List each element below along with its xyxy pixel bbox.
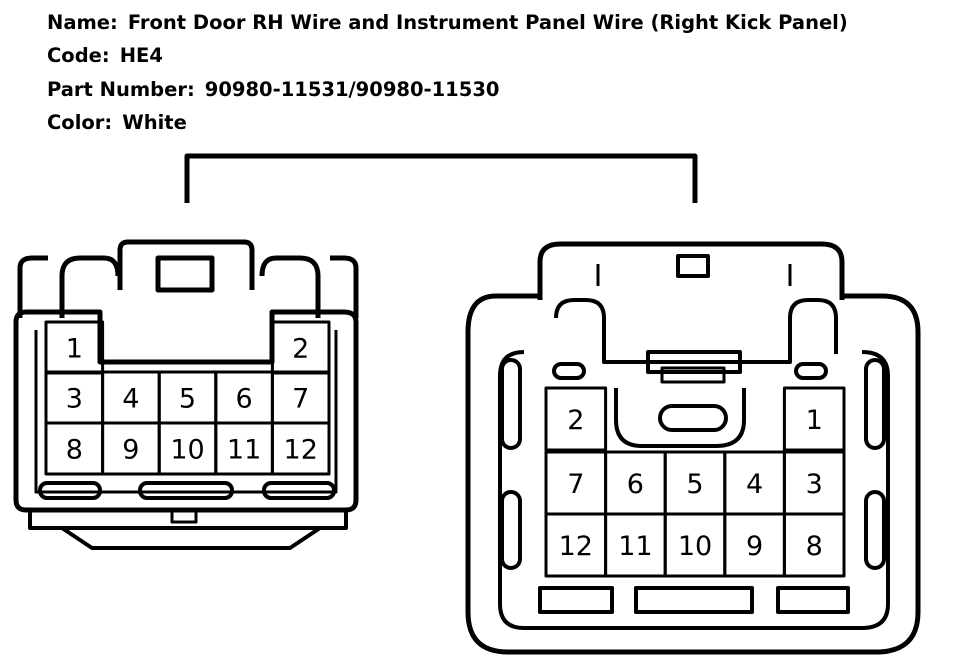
left-pin-10: 10 [170,435,204,466]
right-lock-tab [676,254,710,278]
left-skirt-bottom [60,526,322,550]
part-number-row: Part Number: 90980-11531/90980-11530 [47,73,848,106]
right-pin-8: 8 [806,531,823,562]
left-pin-11: 11 [227,435,261,466]
right-key-slot [646,350,742,374]
right-pin-2: 2 [567,405,584,436]
right-side-slot-1 [500,358,522,450]
right-pin-4: 4 [746,469,763,500]
right-shell [465,293,921,655]
left-skirt [28,510,348,530]
right-lock-guides [596,264,792,286]
right-side-slot-2 [500,490,522,570]
left-bottom-tab [170,508,198,524]
right-lock-arms [554,298,838,364]
left-rail-3 [262,481,336,500]
right-pin-7: 7 [567,469,584,500]
right-rail-2 [634,586,754,614]
right-arm-foot-right [794,362,828,380]
left-pin-1: 1 [66,334,83,365]
right-pin-10: 10 [678,531,712,562]
right-rail-3 [776,586,850,614]
right-pin-cavity-1 [782,386,846,452]
right-arm-foot-left [552,362,586,380]
right-pin-grid: 2 1 7 6 5 4 3 12 11 10 9 8 [544,386,846,578]
left-housing [13,309,359,513]
left-latch-tab [155,255,215,293]
left-pin-4: 4 [122,384,139,415]
color-row: Color: White [47,106,848,139]
part-number-label: Part Number: [47,77,195,101]
name-row: Name: Front Door RH Wire and Instrument P… [47,6,848,39]
left-pin-12: 12 [284,435,318,466]
left-pin-cavity-12 [270,421,331,476]
left-ear-right [259,255,359,318]
right-pin-cavity-2 [544,386,608,452]
color-label: Color: [47,110,113,134]
right-rail-1 [538,586,614,614]
left-pin-5: 5 [179,384,196,415]
right-pin-9: 9 [746,531,763,562]
left-rail-2 [138,481,234,500]
right-side-slot-4 [864,490,886,570]
right-center-key [614,388,746,448]
connector-color: White [122,110,187,134]
left-pin-8: 8 [66,435,83,466]
name-label: Name: [47,11,118,34]
connector-info: Name: Front Door RH Wire and Instrument P… [47,6,848,139]
right-pin-3: 3 [806,469,823,500]
right-pin-6: 6 [627,469,644,500]
left-inner-wall [34,330,338,494]
connector-name: Front Door RH Wire and Instrument Panel … [127,11,848,34]
code-row: Code: HE4 [47,39,848,72]
left-rail-1 [38,481,102,500]
left-pin-9: 9 [122,435,139,466]
mating-bracket [184,153,698,203]
right-key-oval [658,404,728,432]
left-pin-6: 6 [236,384,253,415]
right-pin-cavity-8 [782,512,846,578]
left-latch [117,239,255,290]
right-lock [537,241,845,300]
left-pin-7: 7 [292,384,309,415]
left-ear-left [17,255,121,318]
right-key-slot-inner [660,366,726,384]
right-side-slot-3 [864,358,886,450]
right-pin-12: 12 [559,531,593,562]
left-pin-3: 3 [66,384,83,415]
right-pin-11: 11 [618,531,652,562]
code-label: Code: [47,44,110,68]
right-pin-1: 1 [806,405,823,436]
right-pin-5: 5 [686,469,703,500]
left-pin-2: 2 [292,334,309,365]
right-connector: 2 1 7 6 5 4 3 12 11 10 9 8 [465,241,921,655]
connector-code: HE4 [119,44,163,68]
part-number: 90980-11531/90980-11530 [204,77,500,101]
